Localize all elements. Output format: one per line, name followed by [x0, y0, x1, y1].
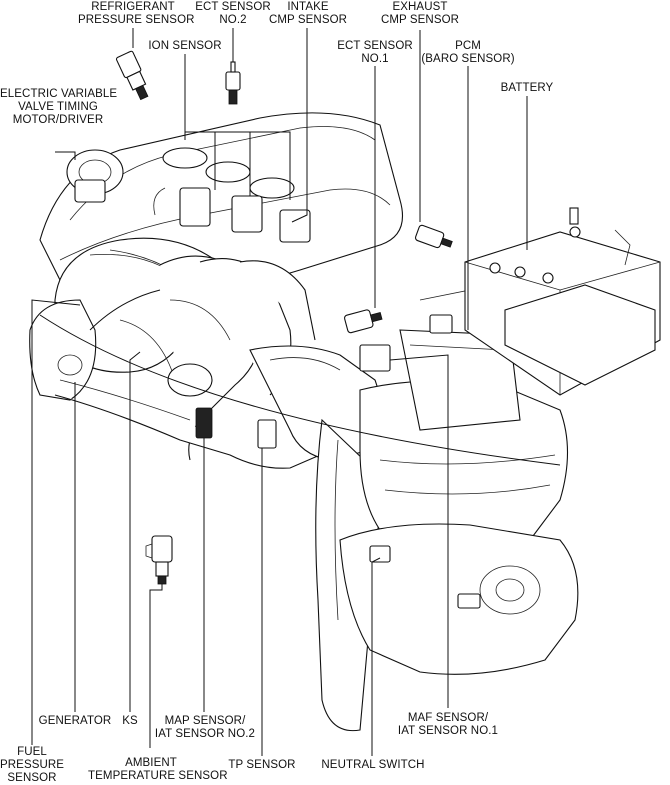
label-battery: BATTERY: [500, 82, 554, 94]
label-exhaust-cmp-sensor: EXHAUST CMP SENSOR: [380, 1, 460, 26]
label-neutral-switch: NEUTRAL SWITCH: [321, 759, 425, 771]
engine-block: [54, 363, 321, 469]
label-map-sensor: MAP SENSOR/ IAT SENSOR NO.2: [154, 715, 256, 740]
air-cleaner: [359, 344, 569, 554]
label-ks: KS: [122, 715, 138, 727]
refrigerant-pressure-sensor-part: [115, 50, 149, 101]
label-maf-sensor: MAF SENSOR/ IAT SENSOR NO.1: [397, 712, 499, 737]
battery: [464, 207, 661, 396]
exhaust-cmp-sensor-part: [414, 224, 453, 249]
ect-sensor-no2-part: [225, 61, 241, 105]
label-ambient-temperature-sensor: AMBIENT TEMPERATURE SENSOR: [88, 757, 228, 782]
vvt-motor: [66, 149, 124, 203]
ect-sensor-no1-part: [344, 309, 383, 334]
label-refrigerant-pressure-sensor: REFRIGERANT PRESSURE SENSOR: [78, 1, 195, 26]
leader-lines: [31, 28, 561, 756]
label-tp-sensor: TP SENSOR: [228, 759, 296, 771]
label-electric-vvt: ELECTRIC VARIABLE VALVE TIMING MOTOR/DRI…: [0, 88, 118, 126]
transaxle: [339, 523, 579, 675]
label-ect-sensor-no2: ECT SENSOR NO.2: [195, 1, 271, 26]
ambient-temperature-sensor-part: [145, 535, 173, 585]
label-intake-cmp-sensor: INTAKE CMP SENSOR: [268, 1, 348, 26]
label-generator: GENERATOR: [38, 715, 112, 727]
label-fuel-pressure-sensor: FUEL PRESSURE SENSOR: [0, 746, 65, 784]
label-ect-sensor-no1: ECT SENSOR NO.1: [337, 40, 413, 65]
label-ion-sensor: ION SENSOR: [148, 40, 222, 52]
label-pcm: PCM (BARO SENSOR): [421, 40, 515, 65]
